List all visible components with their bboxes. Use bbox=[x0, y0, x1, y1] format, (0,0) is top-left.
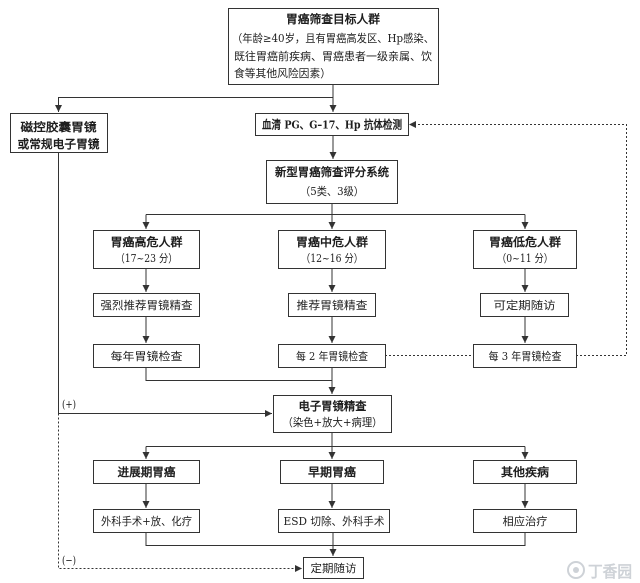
dashed-low-interval-back-to-serum-test bbox=[409, 121, 627, 356]
connector-treatments-merge bbox=[145, 532, 526, 546]
treatment-advanced-label: 外科手术+放、化疗 bbox=[101, 514, 192, 528]
connector-scoring-split bbox=[146, 203, 525, 215]
interval-low-label: 每 3 年胃镜检查 bbox=[489, 349, 562, 363]
recommendation-high-box bbox=[93, 293, 200, 317]
fine-exam-subtitle: （染色+放大+病理） bbox=[283, 415, 383, 429]
interval-mid-box bbox=[278, 344, 386, 368]
treatment-advanced-box bbox=[93, 509, 200, 533]
target-criteria-line-3: 食等其他风险因素） bbox=[234, 66, 331, 80]
follow-up-node: 定期随访 bbox=[303, 557, 364, 579]
treatment-early: ESD 切除、外科手术 bbox=[278, 509, 390, 533]
target-population-box bbox=[228, 8, 439, 85]
treatment-other-label: 相应治疗 bbox=[503, 514, 548, 528]
recommendation-low-label: 可定期随访 bbox=[494, 298, 556, 312]
treatment-advanced: 外科手术+放、化疗 bbox=[93, 509, 200, 533]
interval-high: 每年胃镜检查 bbox=[93, 344, 200, 368]
diagnosis-other-disease: 其他疾病 bbox=[473, 460, 577, 484]
watermark-text: 丁香园 bbox=[588, 562, 632, 581]
fine-exam-title: 电子胃镜精查 bbox=[299, 399, 367, 413]
risk-high-score: （17~23 分） bbox=[116, 252, 178, 265]
recommendation-mid-box bbox=[288, 293, 376, 317]
treatment-other-box bbox=[473, 509, 577, 533]
scoring-system-node: 新型胃癌筛查评分系统 （5类、3级） bbox=[266, 160, 398, 204]
diagnosis-advanced-box bbox=[93, 460, 200, 484]
serum-test-node: 血清 PG、G–17、Hp 抗体检测 bbox=[255, 113, 409, 136]
connectors bbox=[55, 84, 627, 572]
endoscopy-left-node: 磁控胶囊胃镜 或常规电子胃镜 bbox=[10, 113, 108, 153]
positive-result-label: (+) bbox=[62, 398, 76, 411]
risk-low-box bbox=[473, 230, 577, 269]
diagnosis-other-box bbox=[473, 460, 577, 484]
risk-mid-name: 胃癌中危人群 bbox=[296, 235, 369, 249]
treatment-early-box bbox=[278, 509, 390, 533]
interval-mid-label: 每 2 年胃镜检查 bbox=[296, 349, 368, 363]
target-criteria-line-2: 既往胃癌前疾病、胃癌患者一级亲属、饮 bbox=[234, 49, 432, 63]
diagnosis-early-label: 早期胃癌 bbox=[308, 465, 357, 479]
diagnosis-advanced-cancer: 进展期胃癌 bbox=[93, 460, 200, 484]
diagnosis-early-box bbox=[280, 460, 384, 484]
interval-high-label: 每年胃镜检查 bbox=[111, 349, 183, 363]
fine-exam-node: 电子胃镜精查 （染色+放大+病理） bbox=[273, 395, 392, 433]
risk-low-score: （0~11 分） bbox=[497, 252, 553, 265]
risk-group-high: 胃癌高危人群 （17~23 分） bbox=[93, 230, 200, 269]
interval-high-box bbox=[93, 344, 200, 368]
risk-high-name: 胃癌高危人群 bbox=[111, 235, 184, 249]
follow-up-label: 定期随访 bbox=[311, 561, 357, 575]
arrow-target-to-endoscopy-left bbox=[55, 97, 333, 112]
recommendation-high: 强烈推荐胃镜精查 bbox=[93, 293, 200, 317]
diagnosis-other-label: 其他疾病 bbox=[501, 465, 550, 479]
scoring-system-box bbox=[266, 160, 398, 204]
fine-exam-box bbox=[273, 395, 392, 433]
endoscopy-left-line-2: 或常规电子胃镜 bbox=[18, 137, 101, 151]
diagnosis-advanced-label: 进展期胃癌 bbox=[118, 465, 177, 479]
interval-mid: 每 2 年胃镜检查 bbox=[278, 344, 386, 368]
scoring-system-title: 新型胃癌筛查评分系统 bbox=[275, 165, 389, 179]
diagnosis-early-cancer: 早期胃癌 bbox=[280, 460, 384, 484]
target-criteria-line-1: （年龄≥40岁，且有胃癌高发区、Hp感染、 bbox=[232, 31, 434, 45]
treatment-other: 相应治疗 bbox=[473, 509, 577, 533]
connector-fine-exam-split bbox=[146, 432, 525, 447]
target-population-title: 胃癌筛查目标人群 bbox=[286, 12, 381, 26]
endoscopy-left-line-1: 磁控胶囊胃镜 bbox=[21, 120, 98, 134]
recommendation-low-box bbox=[480, 293, 569, 317]
watermark-logo-icon bbox=[567, 561, 585, 579]
dashed-negative-to-follow-up bbox=[58, 413, 302, 572]
recommendation-mid-label: 推荐胃镜精查 bbox=[297, 298, 368, 312]
risk-low-name: 胃癌低危人群 bbox=[489, 235, 562, 249]
interval-low: 每 3 年胃镜检查 bbox=[473, 344, 577, 368]
risk-high-box bbox=[93, 230, 200, 269]
risk-group-low: 胃癌低危人群 （0~11 分） bbox=[473, 230, 577, 269]
recommendation-low: 可定期随访 bbox=[480, 293, 569, 317]
endoscopy-left-box bbox=[10, 113, 108, 153]
negative-result-label: (−) bbox=[62, 554, 76, 567]
risk-mid-score: （12~16 分） bbox=[301, 252, 363, 265]
recommendation-high-label: 强烈推荐胃镜精查 bbox=[101, 298, 193, 312]
interval-low-box bbox=[473, 344, 577, 368]
treatment-early-label: ESD 切除、外科手术 bbox=[284, 514, 385, 528]
follow-up-box bbox=[303, 557, 364, 579]
target-population-node: 胃癌筛查目标人群 （年龄≥40岁，且有胃癌高发区、Hp感染、 既往胃癌前疾病、胃… bbox=[228, 8, 439, 85]
watermark: 丁香园 bbox=[567, 561, 632, 581]
scoring-system-subtitle: （5类、3级） bbox=[300, 184, 364, 198]
risk-mid-box bbox=[278, 230, 386, 269]
serum-test-label: 血清 PG、G–17、Hp 抗体检测 bbox=[262, 118, 402, 132]
serum-test-box bbox=[255, 113, 409, 136]
recommendation-mid: 推荐胃镜精查 bbox=[288, 293, 376, 317]
risk-group-mid: 胃癌中危人群 （12~16 分） bbox=[278, 230, 386, 269]
connector-high-interval-to-fine-exam bbox=[145, 367, 332, 381]
